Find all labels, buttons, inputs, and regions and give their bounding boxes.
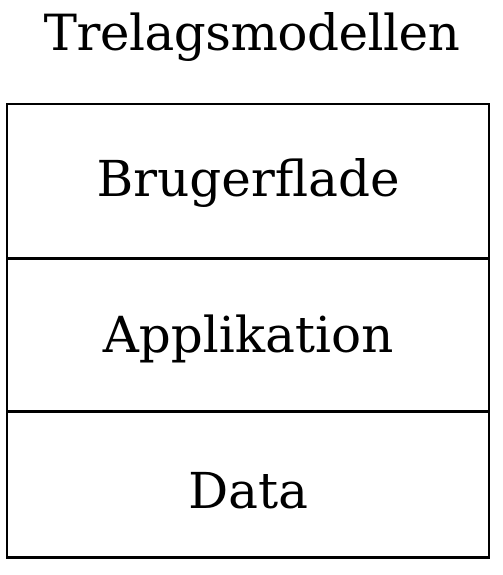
layer-label: Data <box>188 462 308 520</box>
layer-presentation: Brugerflade <box>8 105 488 257</box>
diagram-title: Trelagsmodellen <box>43 4 460 62</box>
layer-label: Brugerflade <box>96 150 400 208</box>
layer-label: Applikation <box>102 306 394 364</box>
layer-stack: Brugerflade Applikation Data <box>6 103 490 559</box>
layer-data: Data <box>8 410 488 558</box>
layer-application: Applikation <box>8 257 488 410</box>
